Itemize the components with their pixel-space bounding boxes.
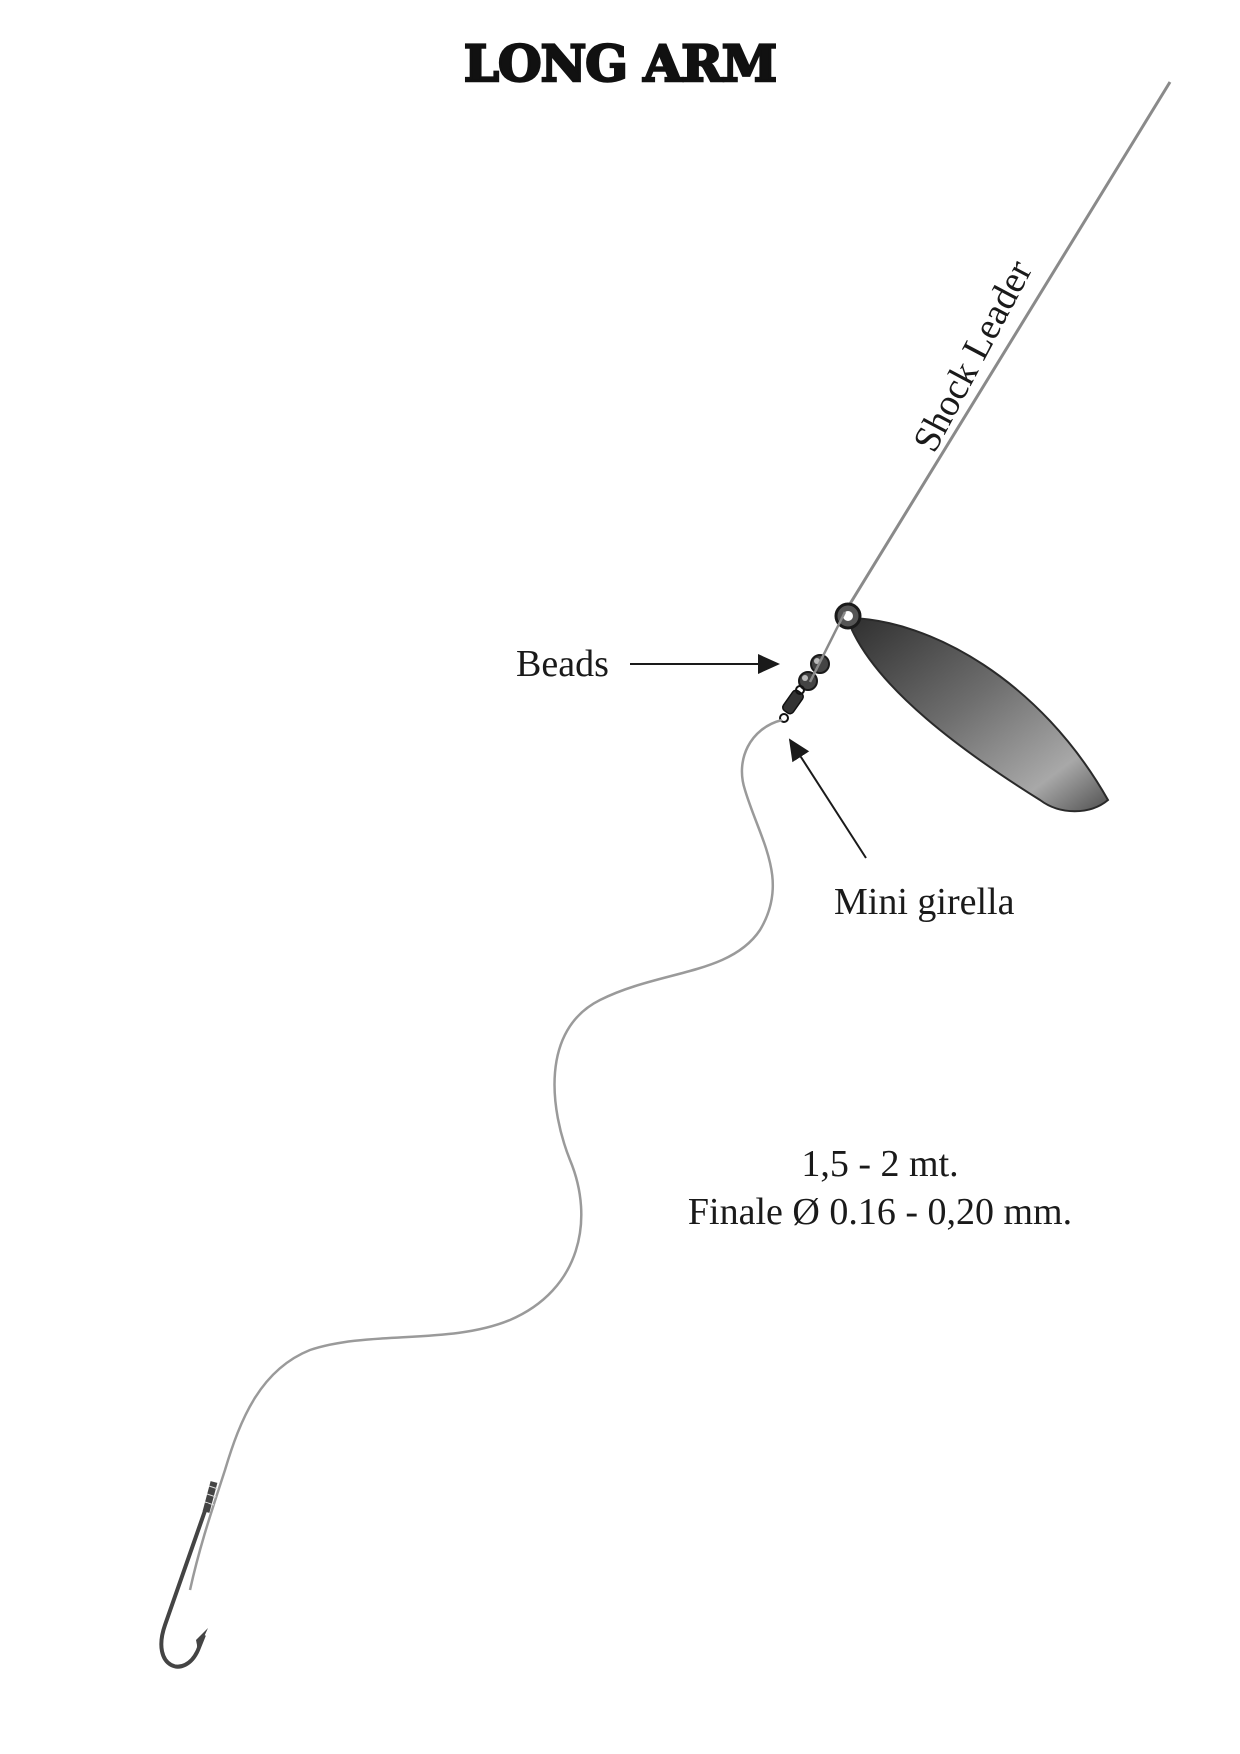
leader-length: 1,5 - 2 mt. (801, 1143, 959, 1185)
hook-barb-icon (196, 1628, 208, 1650)
shock-leader-line (843, 81, 1172, 613)
mini-swivel (779, 685, 805, 723)
beads (798, 611, 847, 691)
leader-spec: 1,5 - 2 mt. Finale Ø 0.16 - 0,20 mm. (560, 1140, 1200, 1236)
sinker-lead (834, 602, 1110, 813)
beads-label: Beads (516, 643, 609, 685)
leader-diameter: Finale Ø 0.16 - 0,20 mm. (687, 1191, 1073, 1233)
mini-girella-arrow (788, 738, 867, 859)
mini-girella-label: Mini girella (834, 881, 1015, 923)
hook-icon (159, 1503, 209, 1669)
leader-line (188, 718, 783, 1591)
diagram-title: LONG ARM (463, 33, 779, 95)
